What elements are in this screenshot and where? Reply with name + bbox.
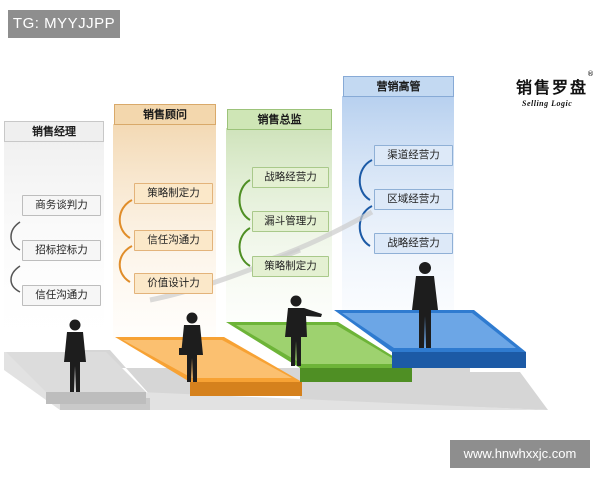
curved-arrow-icon xyxy=(238,227,251,267)
watermark-website: www.hnwhxxjc.com xyxy=(450,440,590,468)
businessman-figure-icon xyxy=(412,262,438,348)
step-top-2 xyxy=(123,340,292,378)
step-side-1 xyxy=(46,392,146,404)
watermark-top-left: TG: MYYJJPP xyxy=(8,10,120,38)
skill-pill: 渠道经营力 xyxy=(374,145,453,166)
skill-pill: 战略经营力 xyxy=(374,233,453,254)
level-title-marketing-executive: 营销高管 xyxy=(343,76,454,97)
registered-mark: ® xyxy=(587,70,594,78)
skill-pill: 价值设计力 xyxy=(134,273,213,294)
skill-pill: 招标控标力 xyxy=(22,240,101,261)
skill-pill: 策略制定力 xyxy=(252,256,329,277)
businessman-figure-icon xyxy=(179,312,203,382)
logo-chinese-text: 销售罗盘 xyxy=(516,78,589,97)
step-side-4 xyxy=(392,352,526,368)
businessman-figure-icon xyxy=(64,319,86,392)
skill-pill: 信任沟通力 xyxy=(22,285,101,306)
skill-pill: 信任沟通力 xyxy=(134,230,213,251)
skill-pill: 区域经营力 xyxy=(374,189,453,210)
step-side-2 xyxy=(190,382,302,396)
curved-arrow-icon xyxy=(10,221,21,251)
curved-arrow-icon xyxy=(118,245,133,283)
level-title-sales-manager: 销售经理 xyxy=(4,121,104,142)
skill-pill: 战略经营力 xyxy=(252,167,329,188)
curved-arrow-icon xyxy=(118,199,133,239)
brand-logo: 销售罗盘 Selling Logic ® xyxy=(516,70,596,110)
curved-arrow-icon xyxy=(358,205,373,247)
businessman-figure-icon xyxy=(285,295,322,366)
curved-arrow-icon xyxy=(358,159,373,201)
curved-arrow-icon xyxy=(10,265,21,293)
level-title-sales-director: 销售总监 xyxy=(227,109,332,130)
step-side-3 xyxy=(300,368,412,382)
logo-english-text: Selling Logic xyxy=(522,99,573,108)
skill-pill: 漏斗管理力 xyxy=(252,211,329,232)
level-title-sales-consultant: 销售顾问 xyxy=(114,104,216,125)
curved-arrow-icon xyxy=(238,179,251,221)
step-top-3 xyxy=(236,325,402,364)
skill-pill: 商务谈判力 xyxy=(22,195,101,216)
skill-pill: 策略制定力 xyxy=(134,183,213,204)
